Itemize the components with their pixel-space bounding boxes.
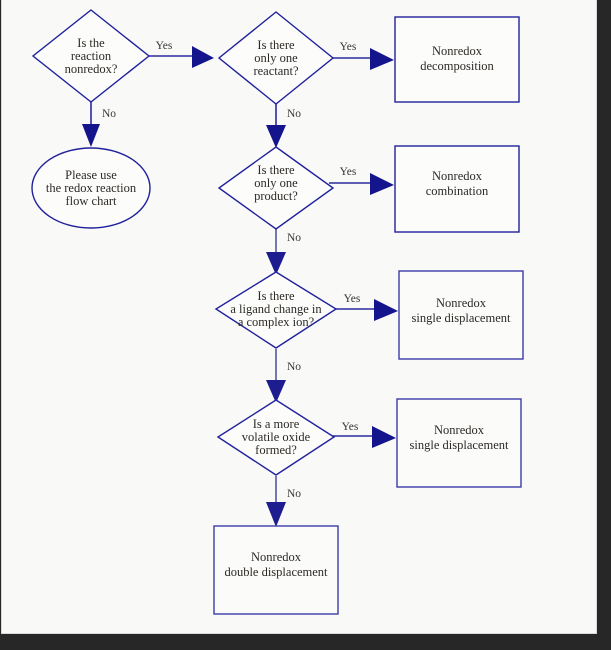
edge-label-d5-yes: Yes xyxy=(342,421,359,433)
decision2-line-1: Is there xyxy=(257,38,295,52)
decision1-line-2: reaction xyxy=(71,49,112,63)
edge-label-d5-no: No xyxy=(287,488,301,500)
decision1-line-3: nonredox? xyxy=(65,62,118,76)
result5-line-1: Nonredox xyxy=(251,550,302,564)
decision4-line-3: a complex ion? xyxy=(238,315,315,329)
result2-line-1: Nonredox xyxy=(432,169,483,183)
node-result-nonredox-decomposition[interactable]: Nonredox decomposition xyxy=(394,16,520,103)
edge-label-d2-yes: Yes xyxy=(340,41,357,53)
node-decision-volatile-oxide[interactable]: Is a more volatile oxide formed? xyxy=(216,399,336,476)
node-terminal-use-redox-chart[interactable]: Please use the redox reaction flow chart xyxy=(31,147,151,229)
result2-line-2: combination xyxy=(426,184,489,198)
decision4-line-1: Is there xyxy=(257,289,295,303)
decision3-line-3: product? xyxy=(254,189,298,203)
edge-decision5-no xyxy=(266,476,286,527)
result4-line-2: single displacement xyxy=(410,438,509,452)
edge-decision4-no xyxy=(266,349,286,403)
node-result-nonredox-combination[interactable]: Nonredox combination xyxy=(394,145,520,233)
edge-decision5-yes xyxy=(332,426,396,448)
edge-label-d4-no: No xyxy=(287,361,301,373)
edge-decision3-yes xyxy=(329,173,394,195)
decision2-line-2: only one xyxy=(254,51,298,65)
edge-label-d3-yes: Yes xyxy=(340,166,357,178)
flowchart-page: Is the reaction nonredox? Please use the… xyxy=(2,0,596,633)
decision3-line-1: Is there xyxy=(257,163,295,177)
node-decision-only-one-reactant[interactable]: Is there only one reactant? xyxy=(217,11,335,105)
edge-decision2-yes xyxy=(329,48,394,70)
terminal-line-3: flow chart xyxy=(65,194,117,208)
result1-line-2: decomposition xyxy=(420,59,494,73)
decision3-line-2: only one xyxy=(254,176,298,190)
edge-label-d2-no: No xyxy=(287,108,301,120)
node-result-nonredox-single-displacement-1[interactable]: Nonredox single displacement xyxy=(398,270,524,360)
result3-line-1: Nonredox xyxy=(436,296,487,310)
decision5-line-1: Is a more xyxy=(253,417,300,431)
decision1-line-1: Is the xyxy=(77,36,105,50)
result1-line-1: Nonredox xyxy=(432,44,483,58)
edge-decision1-yes xyxy=(147,46,214,68)
node-decision-only-one-product[interactable]: Is there only one product? xyxy=(217,146,335,230)
flowchart-canvas: Is the reaction nonredox? Please use the… xyxy=(31,9,524,615)
node-result-nonredox-double-displacement[interactable]: Nonredox double displacement xyxy=(213,525,339,615)
result5-line-2: double displacement xyxy=(224,565,328,579)
result4-line-1: Nonredox xyxy=(434,423,485,437)
result3-line-2: single displacement xyxy=(412,311,511,325)
node-result-nonredox-single-displacement-2[interactable]: Nonredox single displacement xyxy=(396,398,522,488)
edge-label-d4-yes: Yes xyxy=(344,293,361,305)
edge-label-d1-no: No xyxy=(102,108,116,120)
decision5-line-3: formed? xyxy=(255,443,297,457)
decision5-line-2: volatile oxide xyxy=(242,430,311,444)
edge-label-d3-no: No xyxy=(287,232,301,244)
edge-label-d1-yes: Yes xyxy=(156,40,173,52)
terminal-line-1: Please use xyxy=(65,168,117,182)
terminal-line-2: the redox reaction xyxy=(46,181,137,195)
edge-decision4-yes xyxy=(334,299,398,321)
node-decision-reaction-nonredox[interactable]: Is the reaction nonredox? xyxy=(31,9,151,103)
decision2-line-3: reactant? xyxy=(253,64,299,78)
decision4-line-2: a ligand change in xyxy=(230,302,322,316)
node-decision-ligand-change[interactable]: Is there a ligand change in a complex io… xyxy=(214,271,338,349)
